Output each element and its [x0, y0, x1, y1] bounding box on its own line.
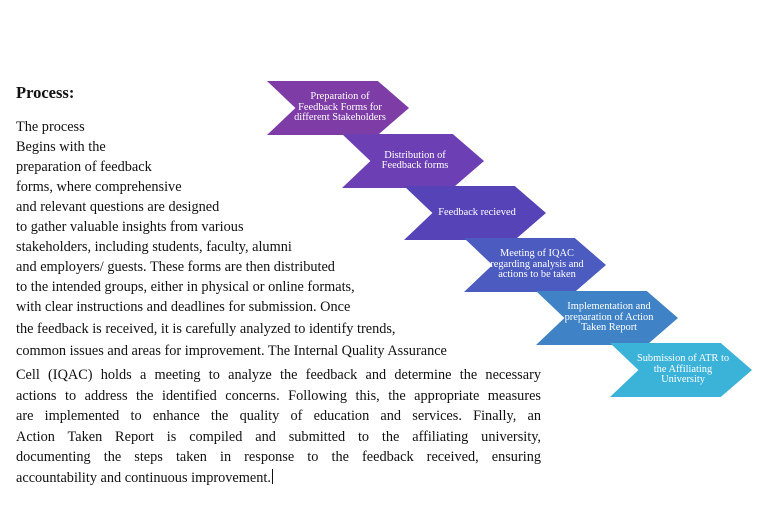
process-step-label: Distribution of Feedback forms — [381, 149, 449, 171]
paragraph-line: and relevant questions are designed — [16, 199, 220, 215]
paragraph-line: forms, where comprehensive — [16, 179, 182, 195]
paragraph-line: stakeholders, including students, facult… — [16, 239, 292, 255]
paragraph-line: Begins with the — [16, 139, 106, 155]
process-step-6: Submission of ATR to the Affiliating Uni… — [610, 343, 752, 397]
paragraph-line: actions to address the identified concer… — [16, 387, 541, 404]
paragraph-line: preparation of feedback — [16, 159, 152, 175]
process-step-5: Implementation and preparation of Action… — [536, 291, 678, 345]
process-step-label: Implementation and preparation of Action… — [564, 301, 654, 334]
paragraph-line: documenting the steps taken in response … — [16, 449, 541, 465]
paragraph-line: the feedback is received, it is carefull… — [16, 321, 396, 337]
paragraph-line: to gather valuable insights from various — [16, 219, 244, 235]
process-step-4: Meeting of IQAC regarding analysis and a… — [464, 238, 606, 292]
process-description-justified: Cell (IQAC) holds a meeting to analyze t… — [16, 365, 541, 488]
process-step-label: Preparation of Feedback Forms for differ… — [294, 91, 386, 124]
section-heading: Process: — [16, 83, 75, 102]
process-step-1: Preparation of Feedback Forms for differ… — [267, 81, 409, 135]
paragraph-line: are implemented to enhance the quality o… — [16, 408, 541, 424]
paragraph-line-text: accountability and continuous improvemen… — [16, 469, 271, 486]
paragraph-line: Action Taken Report is compiled and subm… — [16, 428, 541, 445]
paragraph-line: to the intended groups, either in physic… — [16, 279, 355, 295]
paragraph-line: with clear instructions and deadlines fo… — [16, 299, 351, 315]
paragraph-line: The process — [16, 119, 85, 135]
process-step-label: Submission of ATR to the Affiliating Uni… — [636, 353, 730, 386]
text-cursor — [271, 468, 273, 484]
paragraph-line: common issues and areas for improvement.… — [16, 343, 447, 359]
process-step-3: Feedback recieved — [404, 186, 546, 240]
process-step-2: Distribution of Feedback forms — [342, 134, 484, 188]
paragraph-last-line: accountability and continuous improvemen… — [16, 468, 541, 489]
process-step-label: Meeting of IQAC regarding analysis and a… — [490, 248, 584, 281]
paragraph-line: and employers/ guests. These forms are t… — [16, 259, 335, 275]
paragraph-line: Cell (IQAC) holds a meeting to analyze t… — [16, 367, 541, 383]
process-step-label: Feedback recieved — [438, 206, 516, 218]
